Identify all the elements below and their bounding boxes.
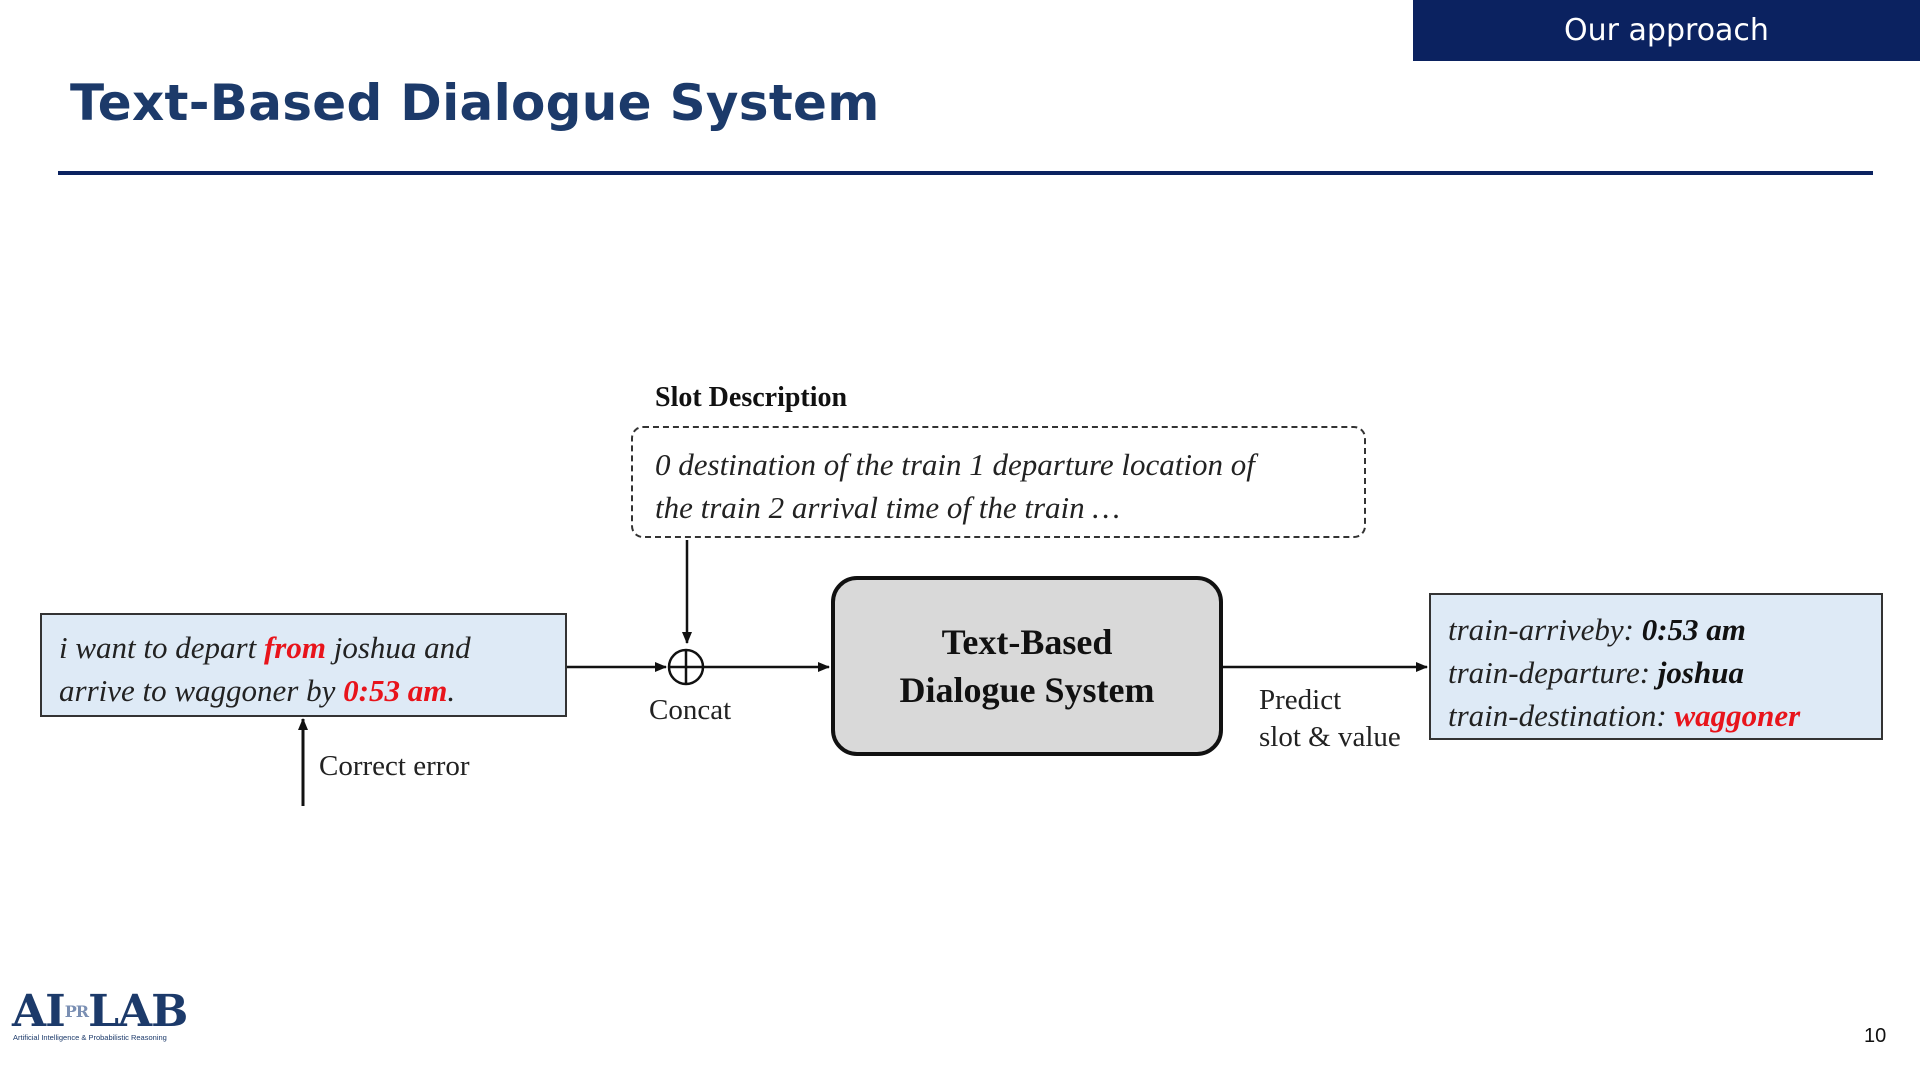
slot-value: waggoner xyxy=(1674,698,1801,733)
predict-label-line: slot & value xyxy=(1259,721,1401,753)
slot-value: 0:53 am xyxy=(1641,612,1746,647)
page-number: 10 xyxy=(1864,1025,1887,1047)
correct-error-label: Correct error xyxy=(319,750,470,782)
utterance-text: joshua and xyxy=(325,630,471,665)
highlight-token: 0:53 am xyxy=(343,673,448,708)
system-label-line: Text-Based xyxy=(941,622,1113,662)
slot-value: joshua xyxy=(1657,655,1744,690)
logo-wordmark: AIPRLAB xyxy=(12,986,188,1037)
slot-description-box: 0 destination of the train 1 departure l… xyxy=(631,426,1366,538)
slot-name: train-departure: xyxy=(1448,655,1658,690)
slide-title: Text-Based Dialogue System xyxy=(70,74,880,132)
slot-description-line: 0 destination of the train 1 departure l… xyxy=(655,447,1255,482)
concat-label: Concat xyxy=(649,694,732,726)
slot-description-title: Slot Description xyxy=(655,382,848,413)
user-utterance-box: i want to depart from joshua and arrive … xyxy=(40,613,567,717)
slot-value-row: train-destination: waggoner xyxy=(1448,694,1881,737)
predicted-slots-box: train-arriveby: 0:53 am train-departure:… xyxy=(1429,593,1883,740)
utterance-line: arrive to waggoner by 0:53 am. xyxy=(59,669,565,712)
slot-name: train-destination: xyxy=(1448,698,1675,733)
slot-description-line: the train 2 arrival time of the train … xyxy=(655,490,1120,525)
system-label-line: Dialogue System xyxy=(899,670,1155,710)
slot-value-row: train-departure: joshua xyxy=(1448,651,1881,694)
dialogue-system-box: Text-Based Dialogue System xyxy=(831,576,1223,756)
slot-value-row: train-arriveby: 0:53 am xyxy=(1448,608,1881,651)
predict-label: Predict slot & value xyxy=(1259,682,1401,756)
utterance-line: i want to depart from joshua and xyxy=(59,626,565,669)
highlight-token: from xyxy=(263,630,326,665)
predict-label-line: Predict xyxy=(1259,684,1342,716)
utterance-text: i want to depart xyxy=(59,630,264,665)
slot-name: train-arriveby: xyxy=(1448,612,1642,647)
logo-subtitle: Artificial Intelligence & Probabilistic … xyxy=(13,1033,167,1042)
utterance-text: arrive to waggoner by xyxy=(59,673,344,708)
title-divider xyxy=(58,171,1873,175)
utterance-text: . xyxy=(447,673,456,708)
section-tag: Our approach xyxy=(1413,0,1920,61)
ai-lab-logo: AIPRLAB Artificial Intelligence & Probab… xyxy=(12,990,202,1048)
